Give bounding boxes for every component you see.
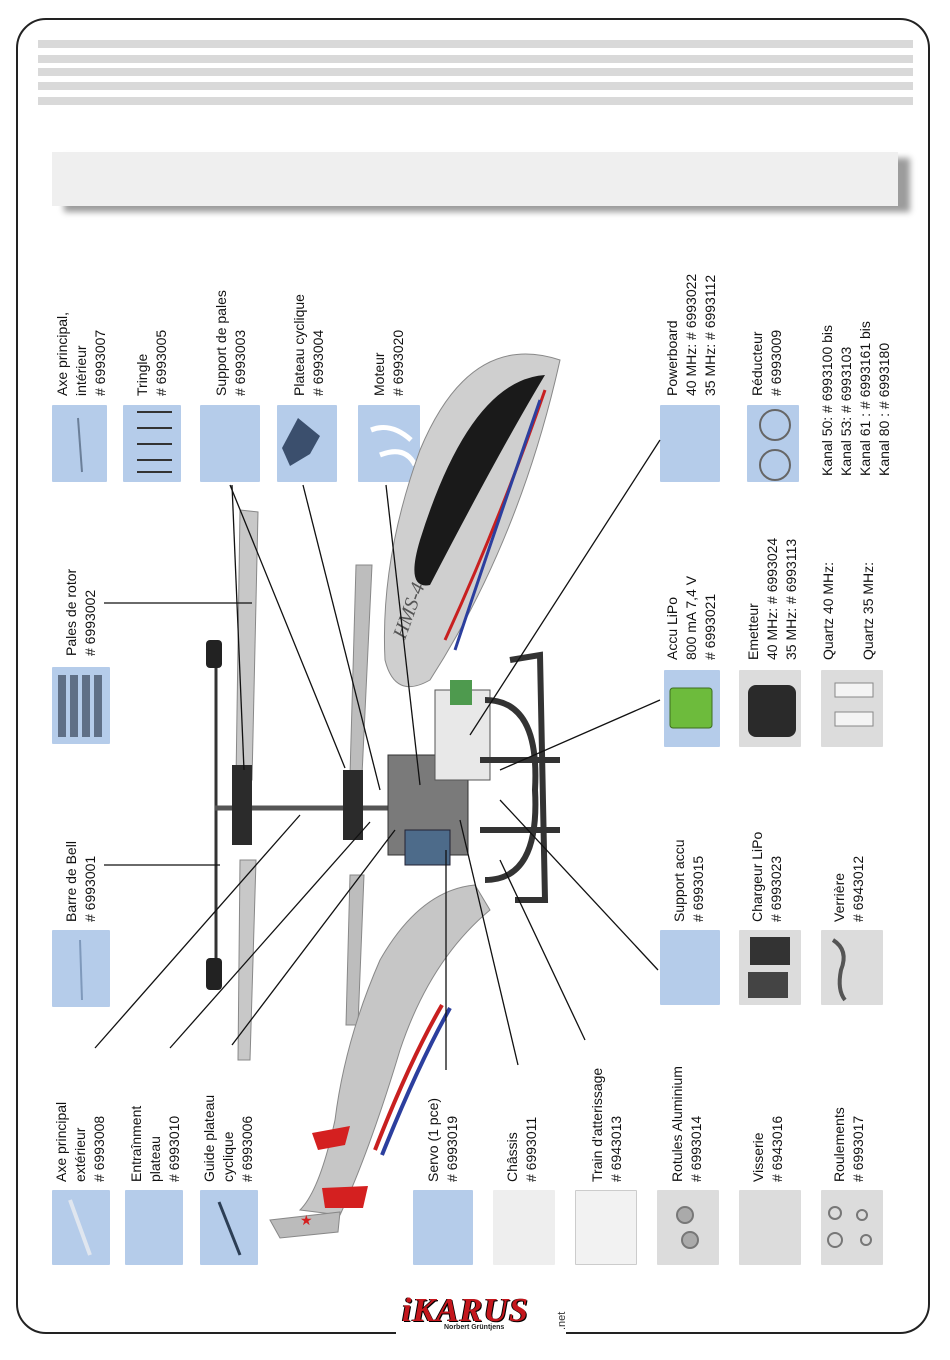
thumb-support-pales xyxy=(200,405,260,482)
logo-name: iKARUS xyxy=(402,1292,529,1329)
label-emetteur: Emetteur 40 MHz: # 6993024 35 MHz: # 699… xyxy=(745,537,799,660)
label-servo: Servo (1 pce) # 6993019 xyxy=(425,1097,460,1182)
thumb-roulements xyxy=(821,1190,883,1265)
label-powerboard: Powerboard 40 MHz: # 6993022 35 MHz: # 6… xyxy=(664,273,718,396)
label-reducteur: Réducteur # 6993009 xyxy=(749,329,784,396)
header-stripe xyxy=(38,68,913,76)
label-train: Train d'atterissage # 6943013 xyxy=(589,1067,624,1182)
label-guide: Guide plateau cyclique # 6993006 xyxy=(201,1094,255,1182)
label-quartz: Quartz 40 MHz: Quartz 35 MHz: xyxy=(820,561,876,660)
thumb-entrainement xyxy=(125,1190,183,1265)
thumb-verriere xyxy=(821,930,883,1005)
label-roulements: Roulements # 6993017 xyxy=(831,1107,866,1182)
label-visserie: Visserie # 6943016 xyxy=(750,1115,785,1182)
thumb-moteur xyxy=(358,405,420,482)
label-chassis: Châssis # 6993011 xyxy=(504,1116,539,1182)
thumb-support-accu xyxy=(660,930,720,1005)
thumb-servo xyxy=(413,1190,473,1265)
logo-suffix: .net xyxy=(556,1311,568,1330)
label-verriere: Verrière # 6943012 xyxy=(831,855,866,922)
label-kanal: Kanal 50: # 6993100 bis Kanal 53: # 6993… xyxy=(819,321,892,476)
header-stripe xyxy=(38,82,913,90)
label-accu: Accu LiPo 800 mA 7,4 V # 6993021 xyxy=(664,575,718,660)
label-pales: Pales de rotor # 6993002 xyxy=(63,568,98,656)
header-stripe xyxy=(38,40,913,48)
label-axe-ext: Axe principal extérieur # 6993008 xyxy=(53,1101,107,1182)
header-stripe xyxy=(38,97,913,105)
thumb-visserie xyxy=(739,1190,801,1265)
logo-subtitle: Norbert Grüntjens xyxy=(444,1324,505,1331)
thumb-chassis xyxy=(493,1190,555,1265)
label-barre: Barre de Bell # 6993001 xyxy=(63,841,98,922)
header-stripe xyxy=(38,55,913,63)
label-axe-int: Axe principal, intérieur # 6993007 xyxy=(54,311,108,396)
thumb-powerboard xyxy=(660,405,720,482)
label-plateau: Plateau cyclique # 6993004 xyxy=(291,294,326,396)
title-banner xyxy=(52,152,898,206)
thumb-rotules xyxy=(657,1190,719,1265)
thumb-train xyxy=(575,1190,637,1265)
label-rotules: Rotules Aluminium # 6993014 xyxy=(669,1066,704,1182)
ikarus-logo: iKARUS .net Norbert Grüntjens xyxy=(396,1290,568,1336)
label-support-pales: Support de pales # 6993003 xyxy=(213,290,248,396)
label-moteur: Moteur # 6993020 xyxy=(371,329,406,396)
label-entrainement: Entraînment plateau # 6993010 xyxy=(128,1105,182,1182)
label-chargeur: Chargeur LiPo # 6993023 xyxy=(749,831,784,922)
label-support-accu: Support accu # 6993015 xyxy=(671,839,706,923)
label-tringle: Tringle # 6993005 xyxy=(134,329,169,396)
svg-text:★: ★ xyxy=(300,1212,313,1228)
